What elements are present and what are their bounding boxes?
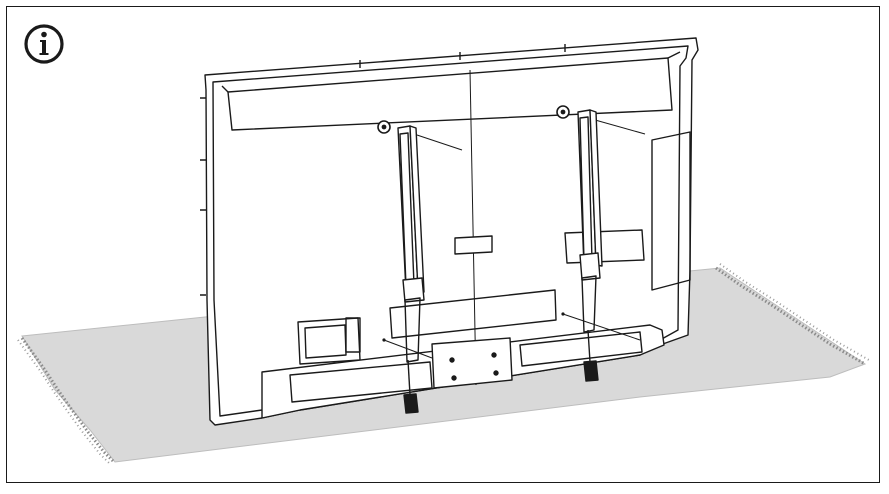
vesa-plate (431, 337, 513, 389)
right-cable-tie (583, 360, 599, 382)
left-cable-tie (403, 393, 419, 414)
right-mount-bracket (577, 109, 603, 382)
left-mount-bracket (397, 125, 425, 414)
tv-back-panel (200, 37, 699, 426)
info-circle-icon (24, 24, 64, 64)
